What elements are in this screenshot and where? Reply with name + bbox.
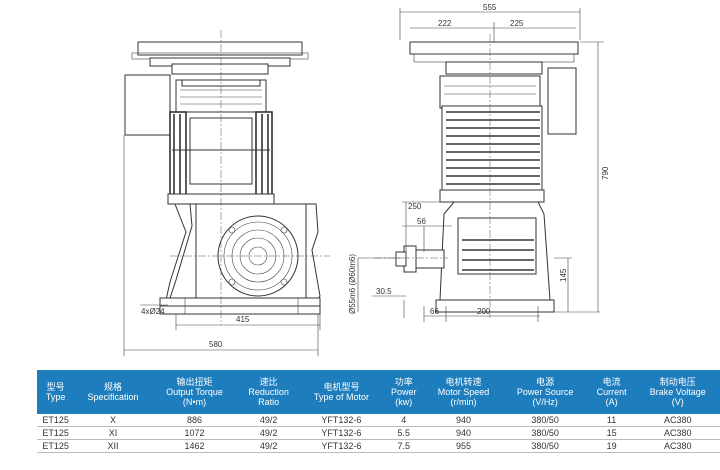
spec-header-unit: (V) [671, 397, 684, 407]
spec-header-zh: 电流 [602, 377, 621, 387]
spec-header-en: Power Source [516, 387, 574, 397]
front-width-inner-dim: 415 [236, 315, 250, 324]
side-dim-30-5: 30.5 [376, 287, 392, 296]
spec-header-en: Type [45, 392, 66, 402]
side-dim-145: 145 [559, 268, 568, 282]
table-cell: 49/2 [237, 439, 300, 453]
table-cell: XI [74, 426, 152, 440]
spec-header-unit: Ratio [258, 397, 280, 407]
side-dim-56: 56 [417, 217, 426, 226]
table-cell: ET125 [37, 426, 75, 440]
spec-header-en: Output Torque [166, 387, 223, 397]
spec-header-unit: (V/Hz) [532, 397, 558, 407]
table-cell: AC380 [635, 439, 720, 453]
spec-header-zh: 型号 [46, 382, 65, 392]
table-cell: ET125 [37, 439, 75, 453]
front-width-outer-dim: 580 [209, 340, 223, 349]
table-cell: 380/50 [502, 439, 588, 453]
table-cell: 380/50 [502, 426, 588, 440]
table-cell: YFT132-6 [299, 414, 383, 427]
table-cell: 7.5 [382, 439, 425, 453]
spec-header-en: Reduction [248, 387, 289, 397]
table-cell: 940 [424, 426, 503, 440]
table-cell: 49/2 [237, 414, 300, 427]
table-cell: 15 [587, 426, 636, 440]
side-shaft-dim: Ø55m6 (Ø60m6) [348, 254, 357, 314]
spec-header-unit: (N•m) [182, 397, 207, 407]
spec-header-unit: (r/min) [450, 397, 477, 407]
table-cell: 380/50 [502, 414, 588, 427]
table-cell: YFT132-6 [299, 439, 383, 453]
spec-header-zh: 电机型号 [323, 382, 360, 392]
table-cell: 4 [382, 414, 425, 427]
spec-header-zh: 输出扭矩 [176, 377, 213, 387]
spec-header-en: Motor Speed [437, 387, 490, 397]
spec-header-zh: 功率 [394, 377, 413, 387]
table-cell: XII [74, 439, 152, 453]
technical-drawing: 4xØ24 415 580 555 222 225 [123, 3, 610, 356]
side-view: 555 222 225 [348, 3, 610, 322]
table-cell: 19 [587, 439, 636, 453]
table-cell: AC380 [635, 414, 720, 427]
table-cell: 11 [587, 414, 636, 427]
table-cell: 49/2 [237, 426, 300, 440]
spec-header-unit: (A) [605, 397, 618, 407]
side-dim-790: 790 [601, 166, 610, 180]
spec-header-en: Current [596, 387, 627, 397]
spec-header-zh: 电源 [536, 377, 555, 387]
side-top-total-dim: 555 [483, 3, 497, 12]
table-cell: X [74, 414, 152, 427]
table-cell: ET125 [37, 414, 75, 427]
spec-header-zh: 规格 [104, 382, 123, 392]
spec-header-en: Power [390, 387, 417, 397]
table-cell: 1462 [151, 439, 238, 453]
side-dim-66: 66 [430, 307, 439, 316]
table-cell: AC380 [635, 426, 720, 440]
side-dim-250: 250 [408, 202, 422, 211]
front-hole-dim: 4xØ24 [141, 307, 165, 316]
table-cell: 955 [424, 439, 503, 453]
side-top-left-dim: 222 [438, 19, 452, 28]
spec-header-zh: 制动电压 [659, 377, 696, 387]
spec-header-unit: (kw) [395, 397, 413, 407]
side-dim-200: 200 [477, 307, 491, 316]
table-cell: 1072 [151, 426, 238, 440]
spec-header-zh: 速比 [259, 377, 278, 387]
spec-header-en: Brake Voltage [649, 387, 706, 397]
table-cell: 886 [151, 414, 238, 427]
spec-header-zh: 电机转速 [445, 377, 482, 387]
front-view: 4xØ24 415 580 [123, 30, 330, 356]
spec-header-en: Specification [87, 392, 139, 402]
table-cell: YFT132-6 [299, 426, 383, 440]
table-cell: 940 [424, 414, 503, 427]
spec-header-en: Type of Motor [313, 392, 369, 402]
table-cell: 5.5 [382, 426, 425, 440]
side-top-right-dim: 225 [510, 19, 524, 28]
